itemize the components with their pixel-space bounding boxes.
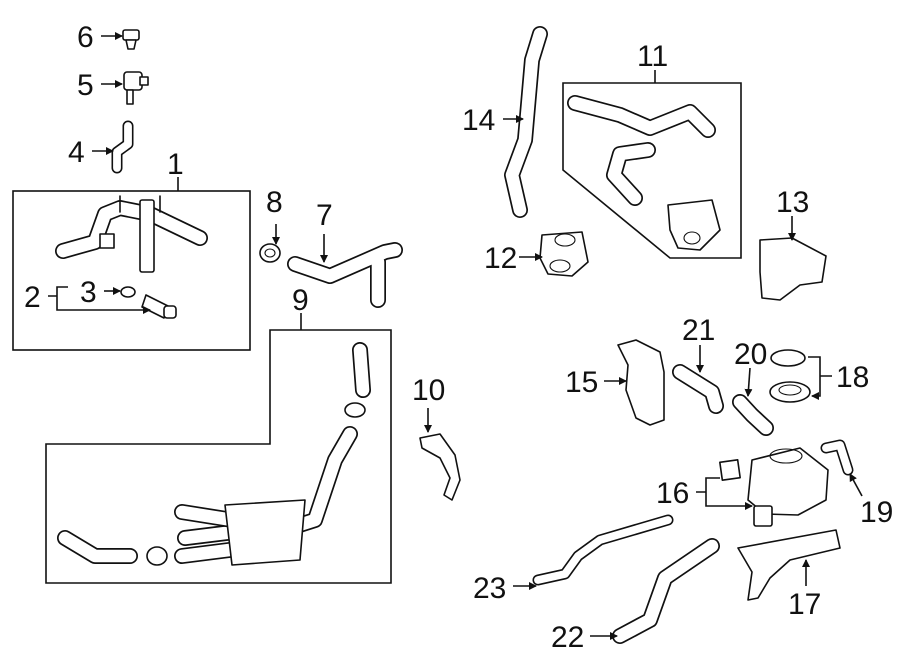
callout-13: 13 <box>776 186 809 219</box>
part-15-hose <box>617 339 665 426</box>
callout-17: 17 <box>788 588 821 621</box>
callout-11: 11 <box>637 40 668 73</box>
part-20-seal <box>770 349 806 367</box>
part-8-clamp <box>259 243 281 263</box>
callout-22: 22 <box>551 621 584 654</box>
callout-6: 6 <box>77 21 94 54</box>
callout-4: 4 <box>68 136 85 169</box>
part-14-long-hose <box>504 26 548 218</box>
part-22-hose <box>612 538 720 644</box>
part-20-hose <box>732 394 774 436</box>
callout-8: 8 <box>266 186 283 219</box>
part-18-cap <box>769 381 811 403</box>
part-10-bracket <box>419 433 461 501</box>
callout-15: 15 <box>565 366 598 399</box>
part-23-pipe <box>532 514 674 586</box>
part-7-hose <box>287 242 403 308</box>
callout-9: 9 <box>292 284 309 317</box>
part-12-water-pump <box>539 231 589 277</box>
part-1-hose-assembly <box>55 195 208 273</box>
group-box-11 <box>562 82 742 259</box>
part-3-o-ring <box>120 286 136 298</box>
callout-19: 19 <box>860 496 893 529</box>
callout-5: 5 <box>77 69 94 102</box>
callout-18: 18 <box>836 361 869 394</box>
part-6-bleeder-cap <box>122 29 140 50</box>
callout-16: 16 <box>656 477 689 510</box>
callout-10: 10 <box>412 374 445 407</box>
callout-12: 12 <box>484 242 517 275</box>
leader-lines <box>48 32 863 640</box>
callout-21: 21 <box>682 314 715 347</box>
part-4-small-hose <box>111 120 134 174</box>
part-9-pipe-assembly <box>57 342 371 566</box>
part-5-connector <box>123 71 149 105</box>
callout-3: 3 <box>80 276 97 309</box>
part-2-sensor <box>141 294 177 319</box>
callout-2: 2 <box>24 281 41 314</box>
callout-7: 7 <box>316 199 333 232</box>
part-16-reservoir <box>719 447 829 527</box>
callout-20: 20 <box>734 338 767 371</box>
part-17-bracket <box>737 529 841 601</box>
part-21-hose <box>672 364 724 414</box>
part-11-hose-and-pump-set <box>567 95 721 251</box>
callout-1: 1 <box>167 148 184 181</box>
callout-23: 23 <box>473 572 506 605</box>
callout-14: 14 <box>462 104 495 137</box>
part-13-bracket <box>759 237 827 301</box>
group-box-1 <box>12 190 251 351</box>
part-19-hose <box>820 439 854 476</box>
group-box-9 <box>45 329 392 584</box>
